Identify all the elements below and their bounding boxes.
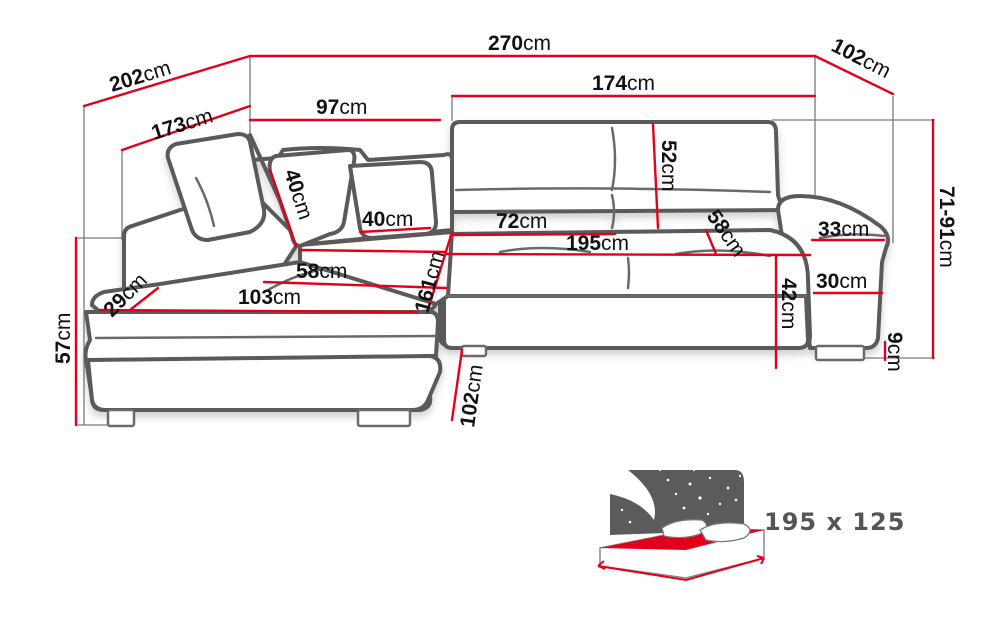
label-chaise-seat-depth: 58cm [296, 260, 347, 283]
label-total-height: 71-91cm [935, 186, 958, 268]
label-right-depth: 102cm [828, 34, 895, 83]
label-chaise-front-depth: 102cm [456, 363, 488, 429]
label-corner-width: 97cm [316, 96, 367, 119]
label-leg-height: 9cm [883, 332, 906, 372]
label-seat-depth-right: 72cm [496, 210, 547, 233]
dimension-lines [74, 54, 935, 427]
label-total-width: 270cm [488, 32, 551, 55]
label-backrest-height: 52cm [657, 140, 680, 191]
label-chaise-length: 103cm [238, 286, 301, 309]
label-chaise-height: 57cm [52, 313, 75, 364]
pillow-headrest [165, 132, 267, 242]
guide-lines [75, 56, 935, 426]
backrest-right [450, 120, 792, 214]
sofa-legs [106, 344, 866, 428]
pillow-2 [348, 160, 438, 240]
chaise-base [86, 354, 443, 412]
label-pillow-width: 40cm [362, 208, 413, 231]
sofa-drawing [83, 120, 890, 412]
label-armrest-top: 33cm [818, 218, 869, 241]
label-armrest-width: 30cm [816, 270, 867, 293]
bed-stars-icon [597, 468, 765, 582]
bed-size-label: 195 x 125 [764, 508, 905, 536]
label-back-inner-width: 174cm [592, 72, 655, 95]
pillow-1 [267, 148, 357, 248]
label-left-depth: 202cm [107, 56, 174, 96]
label-seat-width: 195cm [566, 232, 629, 255]
label-seat-height: 42cm [777, 278, 800, 329]
seat-right-base [442, 294, 810, 350]
